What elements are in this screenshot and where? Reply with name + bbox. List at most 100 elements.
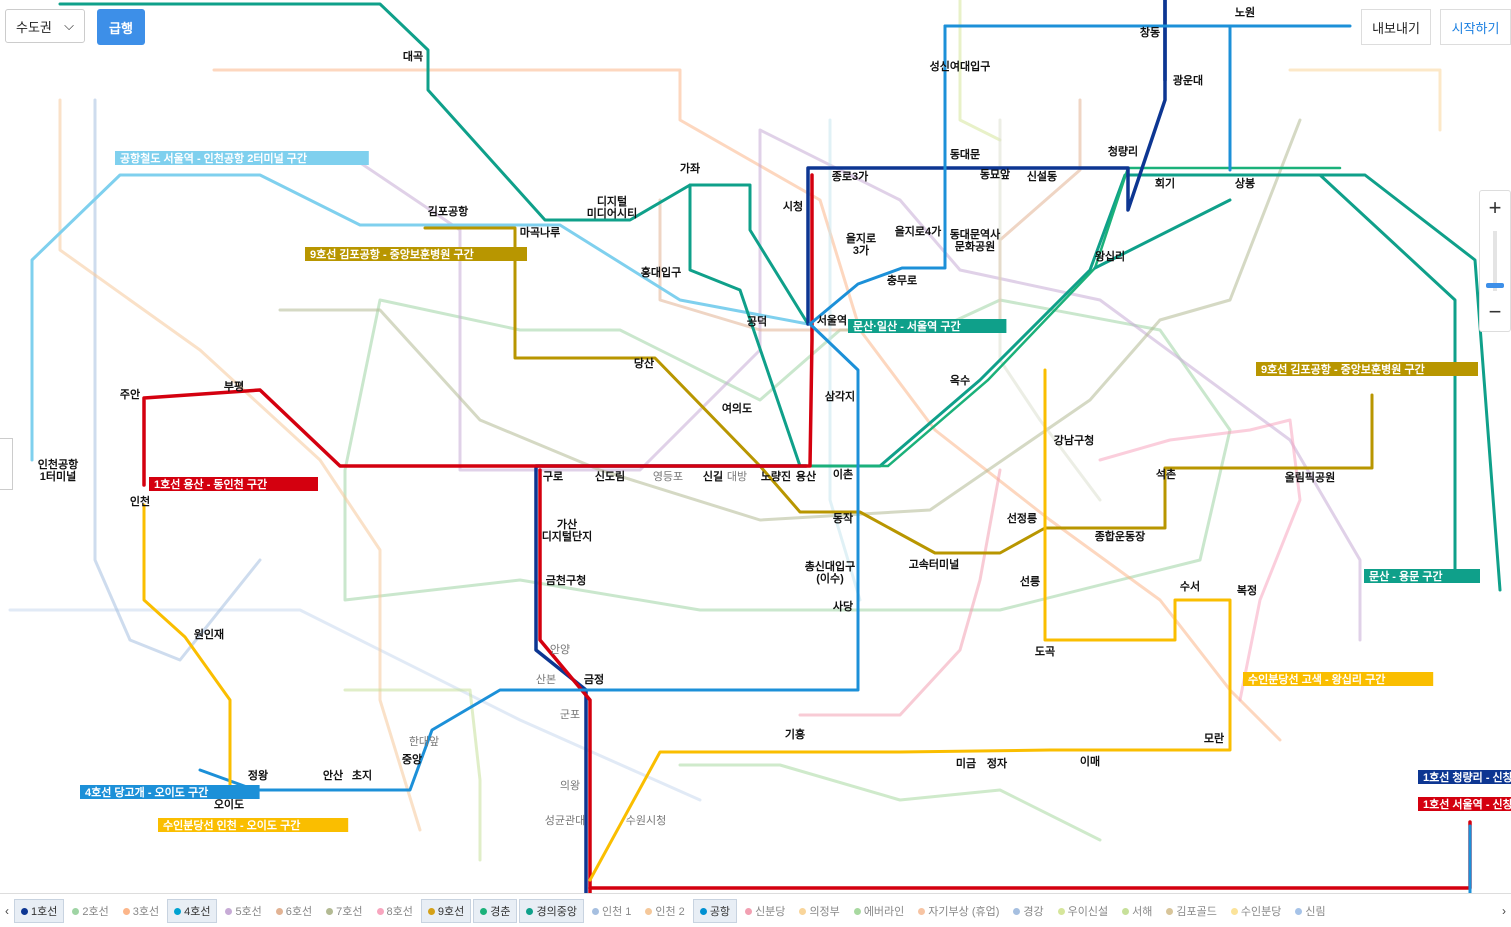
route-banner[interactable]: 9호선 김포공항 - 중앙보훈병원 구간 (305, 247, 527, 261)
station[interactable]: 대방 (727, 470, 747, 483)
line-tab[interactable]: 김포골드 (1160, 900, 1222, 922)
line-tab[interactable]: 경춘 (473, 899, 518, 923)
station[interactable]: 영등포 (653, 470, 683, 483)
station[interactable]: 강남구청 (1054, 433, 1094, 447)
start-button[interactable]: 시작하기 (1440, 9, 1511, 45)
route-banner[interactable]: 문산 - 용문 구간 (1364, 569, 1480, 583)
station[interactable]: 을지로4가 (895, 224, 942, 238)
line-tab[interactable]: 신림 (1289, 900, 1331, 922)
station[interactable]: 정왕 (248, 768, 268, 782)
line-tab[interactable]: 2호선 (66, 900, 114, 922)
line-tab[interactable]: 공항 (692, 899, 738, 923)
side-panel-toggle[interactable] (0, 438, 13, 490)
station[interactable]: 성균관대 (545, 814, 585, 827)
station[interactable]: 신설동 (1027, 169, 1057, 183)
station[interactable]: 청량리 (1108, 144, 1138, 158)
station[interactable]: 김포공항 (428, 204, 468, 218)
station[interactable]: 안산 (323, 768, 343, 782)
station[interactable]: 시청 (783, 199, 803, 213)
station[interactable]: 도곡 (1035, 645, 1055, 658)
line-tab[interactable]: 신분당 (739, 900, 791, 922)
line-tab[interactable]: 9호선 (420, 899, 472, 923)
station[interactable]: 올림픽공원 (1285, 470, 1336, 484)
station[interactable]: 총신대입구(이수) (805, 559, 856, 585)
line-tab[interactable]: 4호선 (167, 899, 218, 923)
station[interactable]: 초지 (352, 768, 372, 782)
station[interactable]: 노량진 (761, 469, 791, 483)
station[interactable]: 이촌 (833, 467, 853, 481)
station[interactable]: 산본 (536, 673, 556, 686)
line-tab[interactable]: 의정부 (793, 900, 845, 922)
station[interactable]: 수서 (1180, 579, 1200, 593)
station[interactable]: 선릉 (1020, 574, 1040, 588)
zoom-slider-handle[interactable] (1486, 283, 1504, 288)
line-tab[interactable]: 수인분당 (1225, 900, 1287, 922)
station[interactable]: 용산 (796, 469, 816, 483)
station[interactable]: 이매 (1080, 754, 1100, 768)
station[interactable]: 안양 (550, 643, 570, 656)
line-tab[interactable]: 우이신설 (1052, 900, 1114, 922)
route-banner[interactable]: 수인분당선 고색 - 왕십리 구간 (1243, 672, 1434, 686)
station[interactable]: 고속터미널 (909, 557, 960, 571)
station[interactable]: 기흥 (785, 727, 805, 741)
station[interactable]: 종로3가 (832, 169, 868, 183)
line-tab[interactable]: 인천 2 (639, 900, 690, 922)
route-banner[interactable]: 수인분당선 인천 - 오이도 구간 (158, 818, 349, 832)
station[interactable]: 석촌 (1156, 467, 1176, 481)
station[interactable]: 광운대 (1173, 73, 1203, 87)
station[interactable]: 상봉 (1235, 176, 1255, 190)
express-button[interactable]: 급행 (97, 9, 145, 45)
route-banner[interactable]: 4호선 당고개 - 오이도 구간 (80, 785, 260, 799)
station[interactable]: 오이도 (214, 797, 244, 811)
station[interactable]: 의왕 (560, 779, 580, 792)
station[interactable]: 가좌 (680, 161, 700, 175)
station[interactable]: 한대앞 (409, 735, 439, 748)
station[interactable]: 모란 (1204, 731, 1224, 745)
station[interactable]: 군포 (560, 709, 580, 721)
zoom-out-icon[interactable]: − (1488, 299, 1502, 324)
station[interactable]: 사당 (833, 599, 853, 613)
station[interactable]: 금천구청 (546, 573, 586, 587)
region-select[interactable]: 수도권 ⌵ (5, 9, 85, 43)
zoom-track[interactable] (1493, 231, 1497, 291)
route-banner[interactable]: 공항철도 서울역 - 인천공항 2터미널 구간 (115, 151, 369, 165)
station[interactable]: 옥수 (950, 374, 970, 387)
line-tab[interactable]: 8호선 (371, 900, 419, 922)
route-banner[interactable]: 1호선 용산 - 동인천 구간 (149, 477, 318, 491)
station[interactable]: 선정릉 (1007, 511, 1037, 525)
station[interactable]: 공덕 (747, 314, 767, 328)
line-tab[interactable]: 인천 1 (586, 900, 637, 922)
station[interactable]: 홍대입구 (641, 265, 681, 279)
station[interactable]: 동묘앞 (980, 168, 1010, 181)
station[interactable]: 인천 (130, 494, 150, 508)
station[interactable]: 왕십리 (1095, 249, 1125, 263)
station[interactable]: 원인재 (194, 627, 224, 641)
chevron-right-icon[interactable]: › (1502, 904, 1506, 918)
station[interactable]: 수원시청 (626, 814, 666, 827)
station[interactable]: 부평 (224, 379, 244, 393)
route-banner[interactable]: 9호선 김포공항 - 중앙보훈병원 구간 (1256, 362, 1478, 376)
station[interactable]: 삼각지 (825, 389, 855, 403)
station[interactable]: 동작 (833, 511, 853, 525)
line-tab[interactable]: 7호선 (320, 900, 368, 922)
station[interactable]: 당산 (634, 356, 654, 370)
line-tab[interactable]: 경강 (1007, 900, 1049, 922)
station[interactable]: 노원 (1235, 5, 1255, 19)
station[interactable]: 구로 (543, 470, 563, 483)
station[interactable]: 중앙 (402, 753, 422, 766)
station[interactable]: 종합운동장 (1095, 529, 1146, 543)
line-tab[interactable]: 에버라인 (848, 900, 910, 922)
station[interactable]: 미금 (956, 756, 976, 770)
route-banner[interactable]: 1호선 청량리 - 신창 구 (1418, 770, 1511, 784)
station[interactable]: 주안 (120, 387, 140, 401)
station[interactable]: 신길 (703, 469, 723, 483)
station[interactable]: 여의도 (722, 401, 752, 415)
chevron-left-icon[interactable]: ‹ (5, 904, 9, 918)
export-button[interactable]: 내보내기 (1361, 9, 1431, 45)
route-banner[interactable]: 문산·일산 - 서울역 구간 (848, 319, 1007, 333)
